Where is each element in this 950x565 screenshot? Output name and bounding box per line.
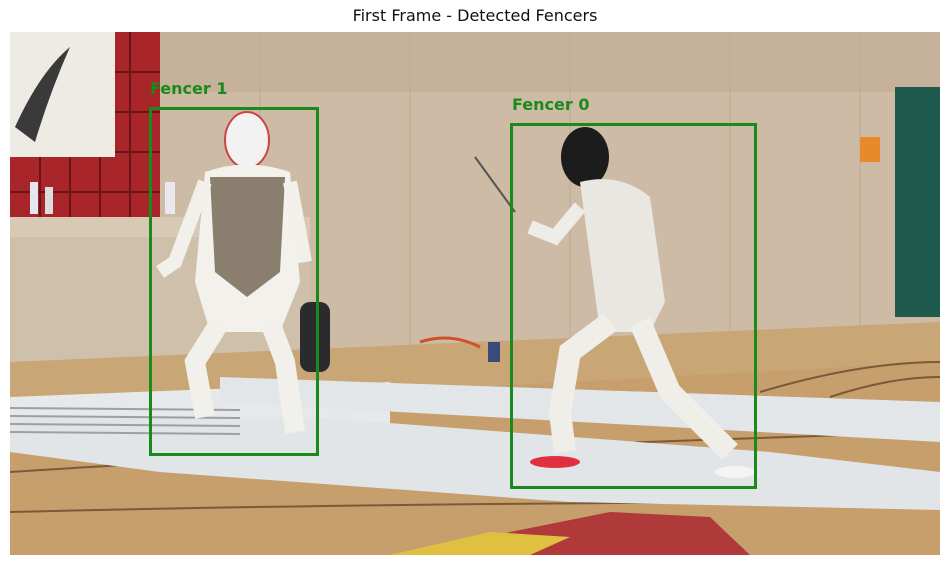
video-frame: Fencer 1 Fencer 0 bbox=[10, 32, 940, 555]
gym-scene-image bbox=[10, 32, 940, 555]
bounding-box-fencer-0 bbox=[510, 123, 757, 489]
bbox-label-fencer-1: Fencer 1 bbox=[150, 79, 228, 98]
bbox-label-fencer-0: Fencer 0 bbox=[512, 95, 590, 114]
figure-title: First Frame - Detected Fencers bbox=[352, 6, 598, 25]
bounding-box-fencer-1 bbox=[149, 107, 319, 456]
